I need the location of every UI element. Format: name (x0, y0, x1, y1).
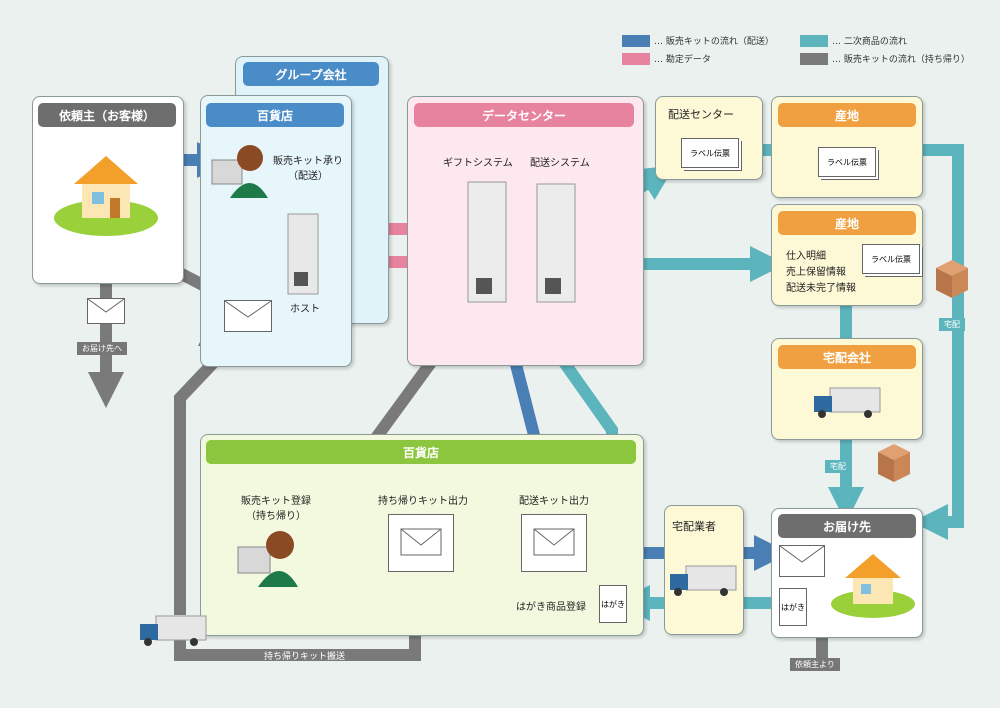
package-icon (878, 444, 910, 482)
dept-store-top-title: 百貨店 (206, 103, 344, 127)
operator-icon (211, 145, 268, 198)
from-client-label: 依頼主より (790, 658, 840, 671)
label-ticket: ラベル伝票 (862, 244, 920, 274)
legend-swatch (622, 52, 650, 65)
hagaki-register-label: はがき商品登録 (516, 602, 586, 613)
order-kit-label: 販売キット承り （配送） (273, 156, 343, 182)
label-ticket: ラベル伝票 (681, 138, 739, 168)
gift-server-icon (467, 181, 507, 303)
house-icon (54, 156, 158, 236)
truck-icon (670, 565, 737, 596)
legend-swatch (622, 34, 650, 47)
delivery-output-label: 配送キット出力 (519, 496, 589, 507)
legend-item-account: … 勘定データ (622, 52, 711, 65)
origin-1-title: 産地 (778, 103, 916, 127)
label-ticket: ラベル伝票 (818, 147, 876, 177)
gift-system-label: ギフトシステム (443, 158, 513, 169)
delivery-center-title: 配送センター (668, 108, 734, 121)
legend-item-secondary: … 二次商品の流れ (800, 34, 907, 47)
takeout-output-label: 持ち帰りキット出力 (378, 496, 468, 507)
host-label: ホスト (290, 304, 320, 315)
takuhai-label: 宅配 (939, 318, 965, 331)
group-company-title: グループ会社 (243, 62, 379, 86)
info-item: 配送未完了情報 (786, 283, 856, 294)
dept-store-top-panel (200, 95, 352, 367)
envelope-icon (388, 514, 454, 572)
dept-store-bottom-title: 百貨店 (206, 440, 636, 464)
truck-icon (140, 615, 207, 646)
legend-item-delivery: … 販売キットの流れ（配送） (622, 34, 774, 47)
delivery-server-icon (536, 183, 576, 303)
to-destination-label: お届け先へ (77, 342, 127, 355)
destination-title: お届け先 (778, 514, 916, 538)
postcard: はがき (779, 588, 807, 626)
info-item: 仕入明細 (786, 251, 826, 262)
carry-label: 持ち帰りキット搬送 (264, 652, 346, 662)
courier-company-title: 宅配会社 (778, 345, 916, 369)
arrow-origin1-to-dest (912, 144, 964, 540)
legend-swatch (800, 34, 828, 47)
legend-swatch (800, 52, 828, 65)
datacenter-title: データセンター (414, 103, 634, 127)
operator-icon (237, 531, 298, 587)
truck-icon (814, 387, 881, 418)
envelope-icon (224, 300, 272, 332)
package-icon (936, 260, 968, 298)
info-item: 売上保留情報 (786, 267, 846, 278)
origin-2-title: 産地 (778, 211, 916, 235)
envelope-icon (779, 545, 825, 577)
legend-item-takeout: … 販売キットの流れ（持ち帰り） (800, 52, 970, 65)
delivery-system-label: 配送システム (530, 158, 590, 169)
datacenter-panel (407, 96, 644, 366)
register-kit-label: 販売キット登録 （持ち帰り） (241, 496, 311, 522)
takuhai-label: 宅配 (825, 460, 851, 473)
envelope-icon (87, 298, 125, 324)
host-server-icon (287, 213, 319, 295)
carrier-title: 宅配業者 (672, 520, 716, 533)
envelope-icon (521, 514, 587, 572)
client-title: 依頼主（お客様） (38, 103, 176, 127)
house-icon (831, 554, 915, 618)
postcard: はがき (599, 585, 627, 623)
